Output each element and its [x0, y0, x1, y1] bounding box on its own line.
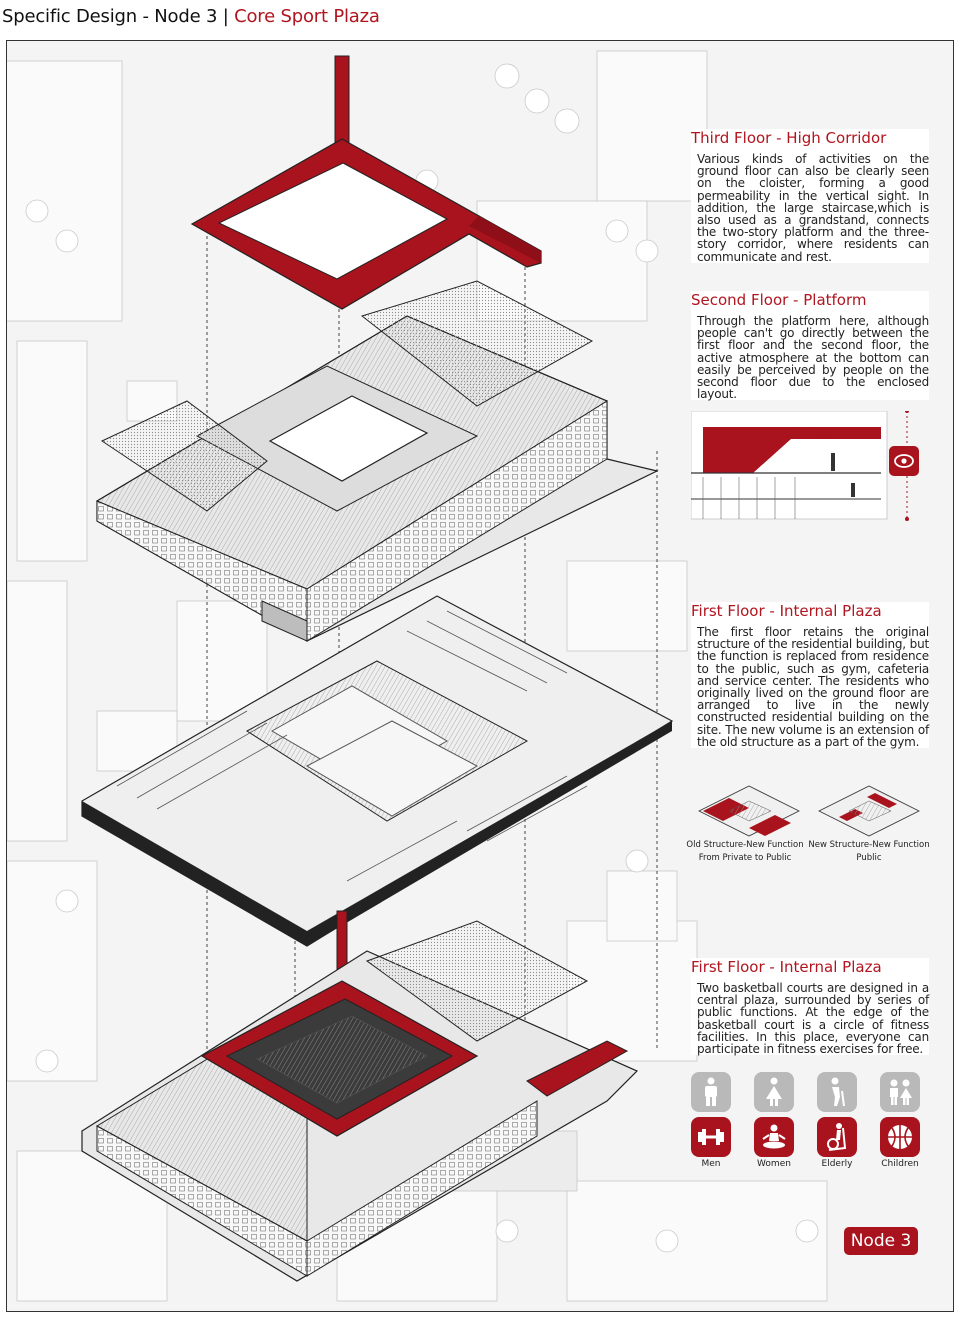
woman-icon [754, 1072, 794, 1112]
label-elderly: Elderly [821, 1159, 853, 1169]
section-title: First Floor - Internal Plaza [691, 602, 882, 620]
node-badge: Node 3 [844, 1227, 918, 1255]
caption-new-structure: New Structure-New Function Public [807, 839, 931, 865]
section-drawing [691, 411, 909, 521]
section-first-floor-a: First Floor - Internal Plaza The first f… [691, 602, 929, 749]
caption-subtitle: From Private to Public [698, 853, 792, 863]
title-main: Specific Design - Node 3 | [2, 6, 235, 27]
label-children: Children [881, 1159, 919, 1169]
second-floor-platform [95, 280, 659, 642]
man-icon [691, 1072, 731, 1112]
caption-subtitle: Public [856, 853, 882, 863]
structure-diagrams [698, 785, 920, 837]
caption-old-structure: Old Structure-New Function From Private … [685, 839, 805, 865]
label-men: Men [701, 1159, 721, 1169]
children-icon [880, 1072, 920, 1112]
eye-icon [889, 446, 919, 476]
third-floor-corridor [190, 55, 542, 310]
section-body: Two basketball courts are designed in a … [697, 981, 929, 1057]
section-title: First Floor - Internal Plaza [691, 958, 882, 976]
header: Specific Design - Node 3 | Core Sport Pl… [0, 0, 960, 36]
elderly-icon [817, 1072, 857, 1112]
title-highlight: Core Sport Plaza [234, 6, 380, 27]
caption-title: Old Structure-New Function [686, 840, 804, 850]
section-title: Third Floor - High Corridor [691, 129, 887, 147]
section-second-floor: Second Floor - Platform Through the plat… [691, 291, 929, 402]
section-body: Various kinds of activities on the groun… [697, 152, 929, 264]
yoga-icon [754, 1117, 794, 1157]
section-title: Second Floor - Platform [691, 291, 867, 309]
section-third-floor: Third Floor - High Corridor Various kind… [691, 129, 929, 263]
dumbbell-icon [691, 1117, 731, 1157]
diagram-frame: Third Floor - High Corridor Various kind… [6, 40, 954, 1312]
section-body: Through the platform here, although peop… [697, 314, 929, 402]
section-first-floor-b: First Floor - Internal Plaza Two basketb… [691, 958, 929, 1057]
section-body: The first floor retains the original str… [697, 625, 929, 749]
ground-floor [81, 920, 639, 1282]
basketball-icon [880, 1117, 920, 1157]
axonometric-drawing [7, 50, 828, 1302]
trees [25, 63, 819, 1253]
label-women: Women [757, 1159, 791, 1169]
first-floor-plan [81, 595, 674, 947]
caption-title: New Structure-New Function [808, 840, 930, 850]
elliptical-icon [817, 1117, 857, 1157]
page-title: Specific Design - Node 3 | Core Sport Pl… [2, 6, 380, 27]
